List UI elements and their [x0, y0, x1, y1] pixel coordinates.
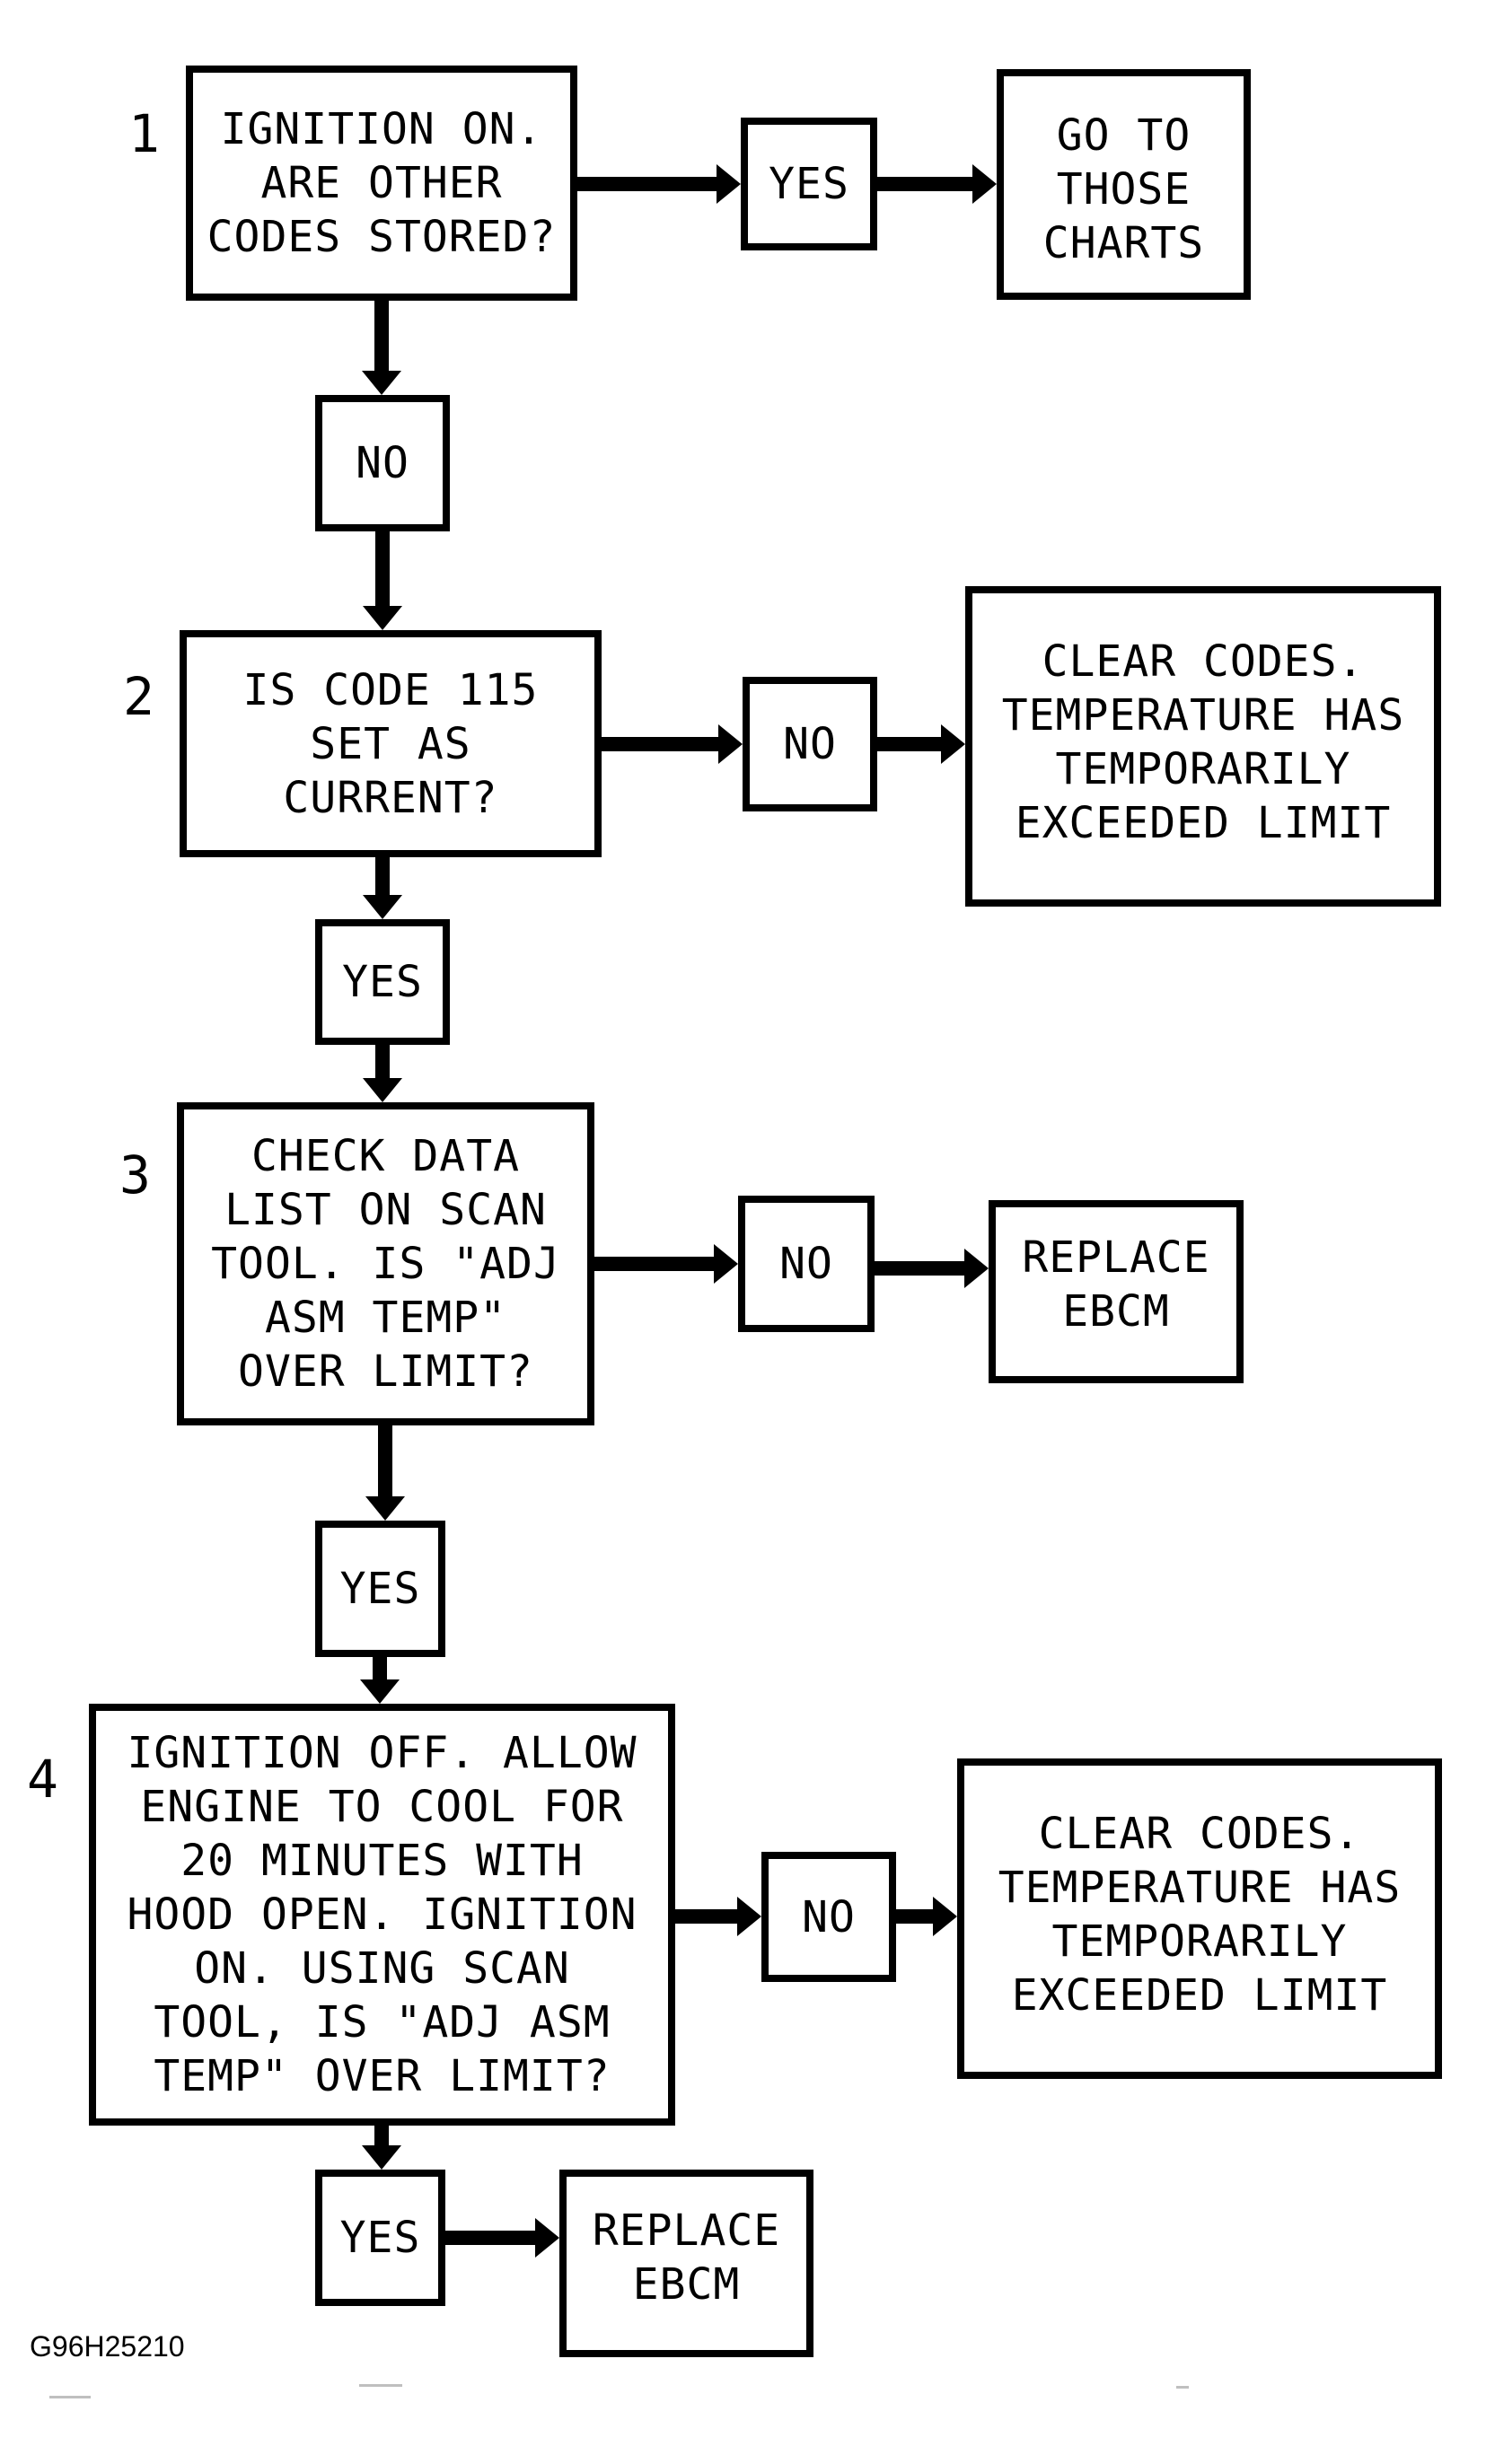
arrow-no-to-clear-codes-2 [896, 1909, 933, 1924]
step3-no-label: NO [779, 1239, 833, 1289]
step4-no-result-text: CLEAR CODES. TEMPERATURE HAS TEMPORARILY… [998, 1809, 1402, 2021]
arrow-step1-to-yes [577, 177, 717, 191]
step4-yes-result-text: REPLACE EBCM [592, 2205, 781, 2310]
step3-no-result-box: REPLACE EBCM [989, 1200, 1244, 1383]
step1-yes-label: YES [769, 159, 849, 209]
step1-question-box: IGNITION ON. ARE OTHER CODES STORED? [186, 66, 577, 301]
scan-speck [49, 2396, 91, 2398]
step3-number: 3 [119, 1144, 151, 1206]
step3-no-result-text: REPLACE EBCM [1022, 1232, 1210, 1337]
arrow-yes-to-step4 [373, 1657, 387, 1679]
step1-yes-result-box: GO TO THOSE CHARTS [997, 69, 1251, 300]
arrow-step2-to-yes [375, 857, 390, 895]
step4-no-box: NO [761, 1852, 896, 1982]
step1-no-label: NO [356, 438, 409, 488]
step4-yes-label: YES [339, 2213, 421, 2263]
step2-yes-box: YES [315, 919, 450, 1045]
figure-code: G96H25210 [30, 2330, 185, 2363]
arrow-step3-to-no [594, 1257, 714, 1271]
scan-speck [359, 2384, 402, 2387]
step3-yes-label: YES [339, 1564, 421, 1614]
arrow-yes-to-replace-ebcm-2 [445, 2231, 535, 2245]
step2-no-result-text: CLEAR CODES. TEMPERATURE HAS TEMPORARILY… [1001, 636, 1405, 848]
step1-yes-result-text: GO TO THOSE CHARTS [1042, 110, 1205, 268]
step3-question-text: CHECK DATA LIST ON SCAN TOOL. IS "ADJ AS… [211, 1131, 560, 1397]
step1-number: 1 [128, 103, 160, 164]
step2-question-box: IS CODE 115 SET AS CURRENT? [180, 630, 602, 857]
arrow-step3-to-yes [378, 1425, 392, 1496]
step1-question-text: IGNITION ON. ARE OTHER CODES STORED? [207, 104, 557, 262]
arrow-step1-to-no [374, 301, 389, 371]
step4-question-text: IGNITION OFF. ALLOW ENGINE TO COOL FOR 2… [127, 1728, 637, 2101]
scan-speck [1176, 2386, 1189, 2389]
step4-no-result-box: CLEAR CODES. TEMPERATURE HAS TEMPORARILY… [957, 1758, 1442, 2079]
step2-no-box: NO [743, 677, 877, 811]
arrow-yes-to-step3 [375, 1045, 390, 1078]
arrow-no-to-replace-ebcm-1 [875, 1261, 964, 1276]
step1-no-box: NO [315, 395, 450, 531]
step4-yes-box: YES [315, 2170, 445, 2306]
step2-number: 2 [123, 666, 154, 727]
step3-no-box: NO [738, 1196, 875, 1332]
step2-question-text: IS CODE 115 SET AS CURRENT? [242, 664, 539, 823]
step4-question-box: IGNITION OFF. ALLOW ENGINE TO COOL FOR 2… [89, 1704, 675, 2126]
arrow-no-to-step2 [375, 531, 390, 606]
step2-no-result-box: CLEAR CODES. TEMPERATURE HAS TEMPORARILY… [965, 586, 1441, 907]
arrow-step4-to-yes [374, 2126, 389, 2145]
step4-no-label: NO [802, 1891, 856, 1942]
step3-question-box: CHECK DATA LIST ON SCAN TOOL. IS "ADJ AS… [177, 1102, 594, 1425]
arrow-no-to-clear-codes-1 [877, 737, 941, 751]
step4-yes-result-box: REPLACE EBCM [559, 2170, 813, 2357]
arrow-step2-to-no [602, 737, 718, 751]
step2-no-label: NO [783, 719, 837, 769]
step4-number: 4 [27, 1749, 58, 1810]
step3-yes-box: YES [315, 1521, 445, 1657]
arrow-yes-to-goto-charts [877, 177, 972, 191]
step1-yes-box: YES [741, 118, 877, 250]
step2-yes-label: YES [342, 957, 423, 1007]
arrow-step4-to-no [675, 1909, 737, 1924]
